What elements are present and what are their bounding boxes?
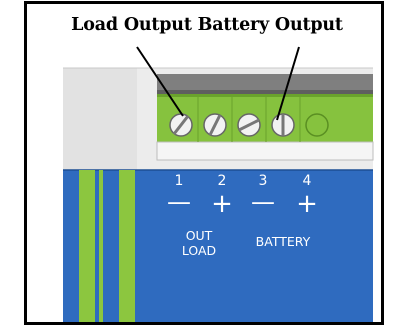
diagram-title: Load Output Battery Output: [71, 15, 343, 35]
terminal-number-2: 2: [218, 173, 227, 189]
terminal-number-1: 1: [175, 173, 184, 189]
board-stripe: [119, 170, 135, 322]
diagram-frame: Load Output Battery Output: [24, 1, 384, 325]
enclosure-side: [63, 68, 137, 170]
terminal-base: [156, 141, 374, 161]
terminal-block: [157, 94, 373, 142]
terminal-sign-2: +: [211, 189, 233, 219]
terminal-sign-4: +: [296, 189, 318, 219]
screw-terminal-1: [169, 113, 193, 137]
board-stripe: [99, 170, 103, 322]
screw-terminal-3: [237, 113, 261, 137]
screw-terminal-partial: [305, 113, 329, 137]
screw-terminal-4: [271, 113, 295, 137]
terminal-housing-top: [157, 74, 373, 90]
terminal-block-illustration: 1 2 3 4 — + — + OUT LOAD BATTERY: [63, 46, 374, 322]
terminal-number-4: 4: [303, 173, 312, 189]
out-load-label-line2: LOAD: [182, 243, 216, 258]
load-output-pointer: [136, 46, 184, 117]
board-stripe: [79, 170, 95, 322]
terminal-sign-1: —: [167, 188, 191, 216]
out-load-label-line1: OUT: [186, 228, 213, 243]
battery-output-pointer: [276, 46, 300, 121]
terminal-sign-3: —: [251, 188, 275, 216]
battery-label: BATTERY: [256, 234, 311, 249]
screw-terminal-2: [203, 113, 227, 137]
circuit-board: [63, 170, 373, 322]
terminal-number-3: 3: [259, 173, 268, 189]
